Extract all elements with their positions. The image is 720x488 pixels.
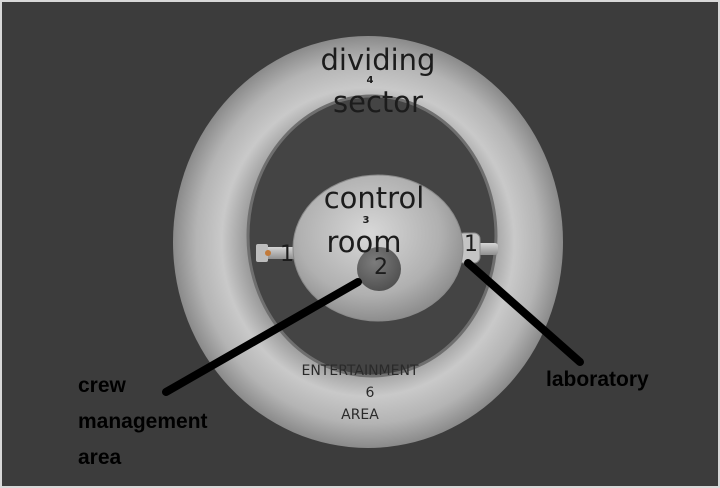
crew-management-core [357, 247, 401, 291]
left-module-cap [256, 244, 268, 262]
crew-management-callout: crew management area [78, 368, 208, 476]
entertainment-area-number: 6 [365, 385, 375, 401]
laboratory-number-left: 1 [280, 242, 294, 267]
crew-management-pointer [162, 278, 362, 396]
crew-callout-line2: management [78, 410, 208, 433]
dividing-sector-label-line2: sector [333, 85, 423, 119]
entertainment-area-label: ENTERTAINMENT [301, 363, 419, 379]
crew-management-number: 2 [374, 255, 388, 280]
control-room-label-line2: room [326, 225, 402, 259]
control-room-number: 3 [362, 215, 370, 226]
control-room-label: control [323, 181, 425, 215]
laboratory-callout: laboratory [546, 368, 649, 391]
entertainment-area-label-line2: AREA [341, 407, 379, 423]
crew-callout-line1: crew [78, 374, 126, 397]
left-module-light [265, 250, 271, 256]
dividing-sector-number: 4 [366, 75, 374, 86]
dividing-sector-label: dividing [320, 43, 436, 77]
laboratory-number-right: 1 [464, 232, 478, 257]
crew-callout-line3: area [78, 446, 122, 469]
laboratory-pointer [464, 259, 584, 366]
